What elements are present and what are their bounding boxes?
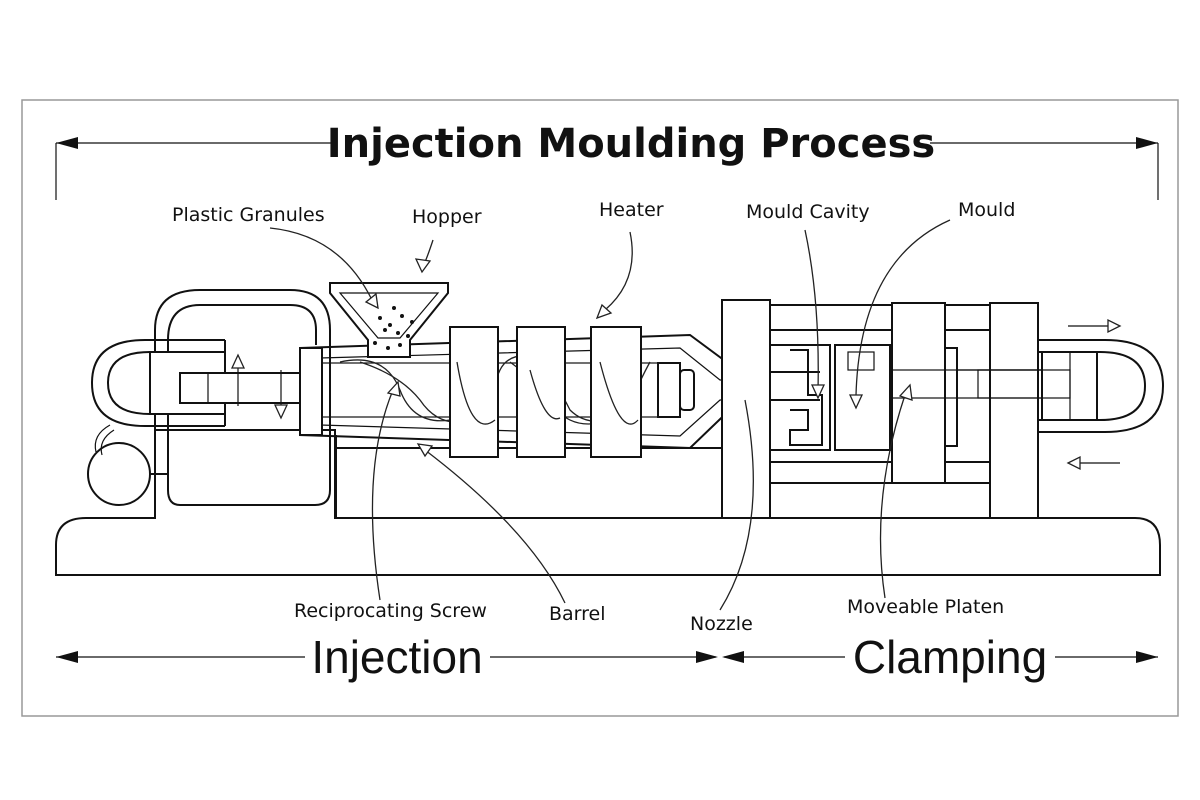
heater-band-3: [590, 326, 642, 458]
label-mould: Mould: [958, 199, 1015, 221]
label-hopper: Hopper: [412, 206, 482, 228]
reciprocating-screw: [321, 355, 695, 425]
machine-base: [55, 429, 1161, 576]
section-clamping: Clamping: [853, 631, 1047, 683]
label-plastic-granules: Plastic Granules: [172, 204, 325, 226]
plastic-granules-pointer: [269, 227, 373, 301]
clamp-direction-arrows-icon: [1066, 318, 1122, 471]
label-barrel: Barrel: [549, 603, 606, 625]
injection-cylinder: [90, 339, 225, 427]
pump: [87, 442, 151, 506]
hopper: [329, 282, 449, 358]
label-reciprocating-screw: Reciprocating Screw: [294, 600, 487, 622]
mould-pointer: [855, 219, 951, 396]
barrel-pointer: [424, 449, 566, 604]
label-heater: Heater: [599, 199, 664, 221]
mould-half-moving: [834, 344, 891, 451]
diagram-title: Injection Moulding Process: [327, 121, 935, 167]
rear-platen: [989, 302, 1039, 519]
label-moveable-platen: Moveable Platen: [847, 596, 1004, 618]
plastic-granules: [373, 306, 414, 350]
section-injection: Injection: [311, 631, 482, 683]
moveable-platen: [891, 302, 946, 484]
reciprocating-screw-pointer: [371, 389, 394, 601]
section-dimension-lines: [56, 651, 1158, 663]
clamping-cylinder: [1038, 339, 1165, 433]
up-down-arrows-icon: [230, 353, 289, 420]
title-dimension-line: [55, 137, 1159, 200]
nozzle-pointer: [719, 399, 754, 611]
heater-band-2: [516, 326, 566, 458]
mould-cavity-pointer: [804, 229, 819, 391]
heater-pointer: [604, 231, 633, 311]
label-mould-cavity: Mould Cavity: [746, 201, 870, 223]
moveable-platen-pointer: [879, 394, 906, 599]
motor-housing: [154, 289, 331, 518]
heater-band-1: [449, 326, 499, 458]
mould-half-fixed: [769, 344, 831, 451]
label-nozzle: Nozzle: [690, 613, 753, 635]
